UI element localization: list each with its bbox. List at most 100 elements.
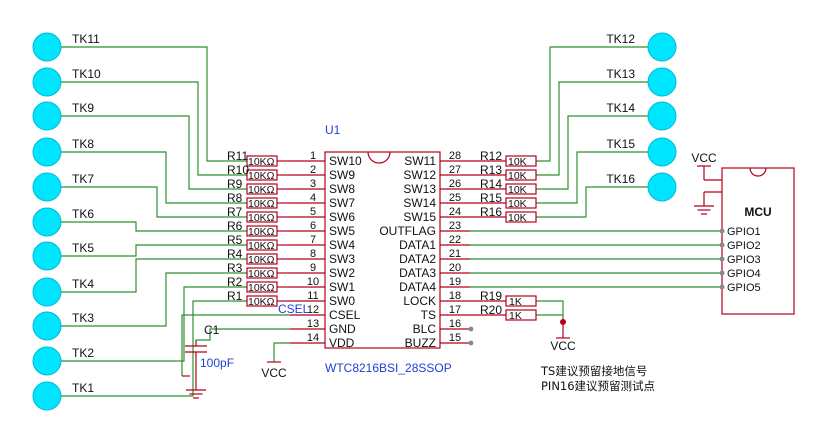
- ic-pin-3-number: 3: [310, 178, 316, 190]
- ic-pin-4-name: SW7: [329, 196, 355, 210]
- ic-pin-4-number: 4: [310, 192, 316, 204]
- ic-pin-1-number: 1: [310, 150, 316, 162]
- resistor-r6-ref: R6: [227, 219, 243, 233]
- ic-pin-27-number: 27: [449, 164, 461, 176]
- ic-pin-18-name: LOCK: [403, 294, 436, 308]
- ic-pin-21-name: DATA2: [399, 252, 436, 266]
- wire-tk8: [61, 151, 247, 204]
- ic-pin-14-name: VDD: [329, 336, 355, 350]
- touch-pad-tk10: [32, 67, 62, 97]
- resistor-r1-value: 10KΩ: [248, 296, 275, 308]
- touch-pad-tk13: [647, 67, 677, 97]
- resistor-r9-value: 10KΩ: [248, 184, 275, 196]
- resistor-r15-body: [505, 197, 537, 209]
- ic-pin-11-number: 11: [307, 290, 318, 302]
- resistor-r3-ref: R3: [227, 261, 243, 275]
- ic-pin-13-name: GND: [329, 322, 356, 336]
- wire-tk14: [536, 115, 648, 190]
- wire-tk12: [536, 46, 648, 162]
- touch-pad-tk5: [32, 241, 62, 271]
- touch-pad-label-tk4: TK4: [72, 277, 94, 291]
- resistor-r19-value: 1K: [509, 296, 522, 308]
- resistor-r10-ref: R10: [227, 163, 249, 177]
- resistor-r14-body: [505, 183, 537, 195]
- test-point-dot: [468, 340, 474, 346]
- resistor-r2-ref: R2: [227, 275, 243, 289]
- mcu-pin-gpio5: GPIO5: [727, 282, 761, 294]
- ic-pin-20-name: DATA3: [399, 266, 436, 280]
- vcc-symbol-lock-label: VCC: [550, 339, 576, 353]
- ic-pin-6-name: SW5: [329, 224, 355, 238]
- cap-c1-value: 100pF: [200, 356, 234, 370]
- touch-pad-label-tk11: TK11: [72, 32, 100, 46]
- ic-pin-14-number: 14: [307, 332, 319, 344]
- touch-pad-tk7: [32, 172, 62, 202]
- junction-dot-lock-ts: [560, 319, 566, 325]
- csel-net-label: CSEL: [278, 302, 310, 316]
- resistor-r16-body: [505, 211, 537, 223]
- resistor-r20-ref: R20: [480, 303, 502, 317]
- ic-pin-10-name: SW1: [329, 280, 355, 294]
- ic-pin-17-name: TS: [421, 308, 436, 322]
- resistor-r8-ref: R8: [227, 191, 243, 205]
- test-point-dot: [468, 326, 474, 332]
- ic-pin-2-number: 2: [310, 164, 316, 176]
- ic-pin-11-name: SW0: [329, 294, 355, 308]
- resistor-r4-value: 10KΩ: [248, 254, 275, 266]
- wire-tk5: [61, 244, 247, 257]
- resistor-r14-ref: R14: [480, 177, 502, 191]
- resistor-r1-ref: R1: [227, 289, 243, 303]
- ic-pin-28-name: SW11: [404, 154, 436, 168]
- cap-c1-ref: C1: [204, 323, 220, 337]
- ic-pin-8-number: 8: [310, 248, 316, 260]
- mcu-pin-gpio3: GPIO3: [727, 254, 761, 266]
- wire-gnd-pin: [196, 328, 290, 341]
- touch-pad-tk6: [32, 207, 62, 237]
- resistor-r2-value: 10KΩ: [248, 282, 275, 294]
- wire-tk2: [61, 286, 247, 362]
- ic-pin-9-number: 9: [310, 262, 316, 274]
- wire-tk9: [61, 115, 247, 190]
- resistor-r10-value: 10KΩ: [248, 170, 275, 182]
- resistor-r13-value: 10K: [508, 170, 527, 182]
- resistor-r3-value: 10KΩ: [248, 268, 275, 280]
- ic-u1-designator: U1: [325, 123, 341, 137]
- ic-pin-12-number: 12: [307, 304, 319, 316]
- touch-pad-tk3: [32, 311, 62, 341]
- resistor-r12-ref: R12: [480, 149, 502, 163]
- ic-pin-9-name: SW2: [329, 266, 355, 280]
- mcu-pin-dot-gpio5: [719, 284, 725, 290]
- mcu-title: MCU: [744, 205, 771, 219]
- touch-pad-tk8: [32, 137, 62, 167]
- touch-pad-tk9: [32, 101, 62, 131]
- touch-pad-label-tk5: TK5: [72, 241, 94, 255]
- touch-pad-label-tk14: TK14: [606, 101, 635, 115]
- note-ts-ground: TS建议预留接地信号: [540, 364, 647, 378]
- wire-tk1: [61, 300, 247, 397]
- note-pin16-testpoint: PIN16建议预留测试点: [541, 379, 655, 393]
- resistor-r6-value: 10KΩ: [248, 226, 275, 238]
- resistor-r15-value: 10K: [508, 198, 527, 210]
- resistor-r20-value: 1K: [509, 310, 522, 322]
- touch-pad-tk4: [32, 277, 62, 307]
- touch-pad-label-tk15: TK15: [606, 137, 635, 151]
- ic-pin-16-name: BLC: [413, 322, 437, 336]
- wire-r19-vcc: [536, 300, 564, 322]
- ic-u1-body: [324, 151, 441, 349]
- wire-tk6: [61, 221, 247, 232]
- touch-pad-tk2: [32, 346, 62, 376]
- resistor-r11-ref: R11: [227, 149, 248, 163]
- wire-tk10: [61, 81, 247, 176]
- touch-pad-label-tk1: TK1: [72, 381, 94, 395]
- ic-pin-5-name: SW6: [329, 210, 355, 224]
- ic-pin-7-name: SW4: [329, 238, 355, 252]
- resistor-r14-value: 10K: [508, 184, 527, 196]
- resistor-r12-body: [505, 155, 537, 167]
- ic-pin-19-number: 19: [449, 276, 461, 288]
- ic-pin-7-number: 7: [310, 234, 316, 246]
- touch-pad-label-tk3: TK3: [72, 311, 94, 325]
- resistor-r20-body: [505, 309, 537, 321]
- touch-pad-label-tk12: TK12: [606, 32, 635, 46]
